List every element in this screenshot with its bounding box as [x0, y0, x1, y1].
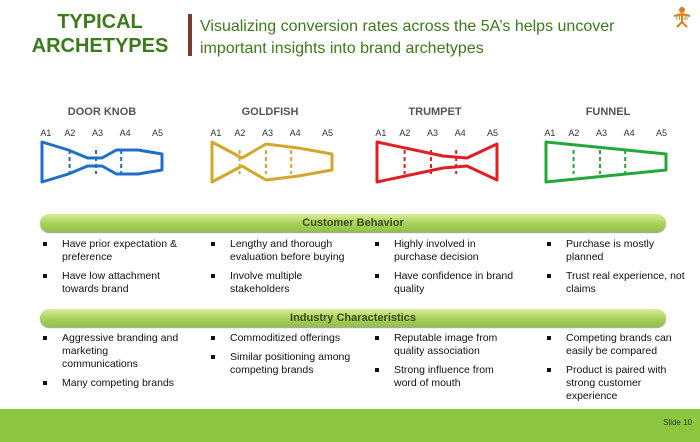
list-item: Strong influence from word of mouth — [372, 364, 517, 390]
ind-cols-column-3: Reputable image from quality association… — [372, 332, 517, 396]
stage-label: A4 — [120, 128, 131, 138]
archetype-name-funnel: FUNNEL — [585, 106, 631, 118]
cb-cols-column-2: Lengthy and thorough evaluation before b… — [208, 238, 353, 302]
list-item: Purchase is mostly planned — [544, 238, 689, 264]
title-divider — [188, 14, 192, 56]
archetype-name-door-knob: DOOR KNOB — [67, 106, 137, 118]
list-item: Similar positioning among competing bran… — [208, 351, 353, 377]
slide-number: Slide 10 — [663, 418, 692, 427]
list-item: Many competing brands — [40, 377, 185, 390]
stage-label: A4 — [455, 128, 466, 138]
title-line-2: ARCHETYPES — [31, 35, 169, 57]
stage-label: A1 — [40, 128, 51, 138]
list-item: Highly involved in purchase decision — [372, 238, 517, 264]
archetype-shapes: A1 A2 A3 A4 A5 A1 A2 A3 A4 A5 A1 A2 A3 A4 A5 A1 A2 A3 A4 A5 — [40, 128, 668, 184]
stage-label: A1 — [375, 128, 386, 138]
stage-label: A2 — [234, 128, 245, 138]
stage-label: A5 — [152, 128, 163, 138]
list-item: Have low attachment towards brand — [40, 270, 185, 296]
archetype-name-trumpet: TRUMPET — [408, 106, 462, 118]
page-title: TYPICAL ARCHETYPES — [30, 10, 170, 58]
stage-label: A4 — [290, 128, 301, 138]
stage-label: A3 — [262, 128, 273, 138]
stage-label: A3 — [92, 128, 103, 138]
list-item: Competing brands can easily be compared — [544, 332, 689, 358]
customer-behavior-bar: Customer Behavior — [40, 214, 666, 232]
stage-label: A1 — [210, 128, 221, 138]
logo-icon — [673, 7, 691, 28]
stage-label: A3 — [427, 128, 438, 138]
industry-characteristics-bar: Industry Characteristics — [40, 309, 666, 327]
logo-text: TITA — [675, 16, 688, 22]
archetype-shape-door-knob: A1 A2 A3 A4 A5 — [40, 128, 164, 184]
stage-label: A1 — [544, 128, 555, 138]
archetype-outline — [375, 140, 499, 184]
list-item: Commoditized offerings — [208, 332, 353, 345]
archetype-outline — [544, 140, 668, 184]
stage-label: A2 — [399, 128, 410, 138]
stage-label: A2 — [568, 128, 579, 138]
list-item: Involve multiple stakeholders — [208, 270, 353, 296]
archetype-shape-funnel: A1 A2 A3 A4 A5 — [544, 128, 668, 184]
archetype-shape-trumpet: A1 A2 A3 A4 A5 — [375, 128, 499, 184]
footer-bar — [0, 409, 700, 442]
stage-label: A2 — [64, 128, 75, 138]
stage-label: A3 — [596, 128, 607, 138]
stage-label: A5 — [322, 128, 333, 138]
archetype-outline — [40, 140, 164, 184]
subtitle: Visualizing conversion rates across the … — [200, 18, 615, 57]
stage-label: A5 — [487, 128, 498, 138]
archetype-outline — [210, 140, 334, 184]
stage-label: A4 — [624, 128, 635, 138]
list-item: Have prior expectation & preference — [40, 238, 185, 264]
ind-cols-column-1: Aggressive branding and marketing commun… — [40, 332, 185, 396]
title-line-1: TYPICAL — [57, 11, 143, 33]
list-item: Trust real experience, not claims — [544, 270, 689, 296]
list-item: Have confidence in brand quality — [372, 270, 517, 296]
archetype-shape-goldfish: A1 A2 A3 A4 A5 — [210, 128, 334, 184]
list-item: Product is paired with strong customer e… — [544, 364, 689, 403]
list-item: Aggressive branding and marketing commun… — [40, 332, 185, 371]
list-item: Lengthy and thorough evaluation before b… — [208, 238, 353, 264]
stage-label: A5 — [656, 128, 667, 138]
archetype-name-goldfish: GOLDFISH — [241, 106, 299, 118]
list-item: Reputable image from quality association — [372, 332, 517, 358]
